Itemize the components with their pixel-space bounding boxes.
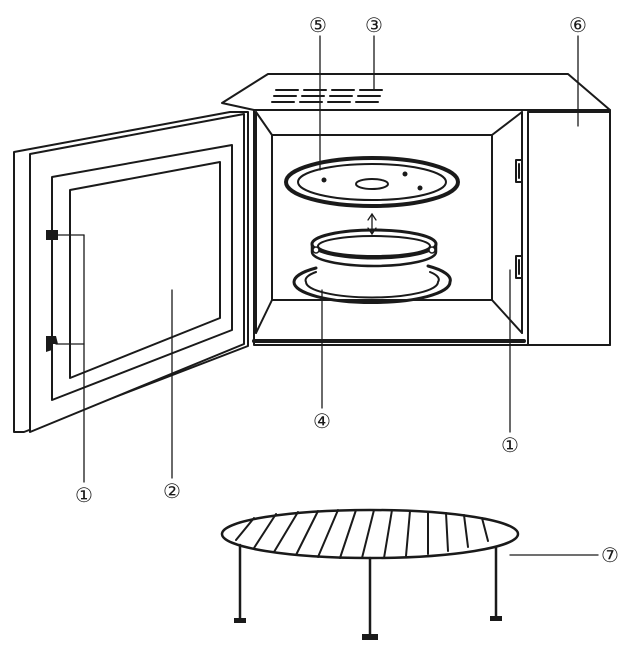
callouts: ① ② ③ ⑤ ④ ⑥ ① ⑦ bbox=[75, 13, 619, 567]
callout-control-panel: ⑥ bbox=[569, 13, 587, 37]
rack-legs bbox=[234, 543, 502, 640]
callout-door-lock-right: ① bbox=[501, 433, 519, 457]
door-inner-frame bbox=[51, 144, 233, 401]
callout-grill-rack: ⑦ bbox=[601, 543, 619, 567]
roller-ring bbox=[310, 228, 438, 268]
callout-waveguide-cover: ③ bbox=[365, 13, 383, 37]
glass-tray bbox=[284, 156, 460, 208]
oven-body bbox=[221, 73, 611, 346]
callout-door-lock-left: ① bbox=[75, 483, 93, 507]
oven-door bbox=[13, 111, 249, 433]
door-window bbox=[69, 161, 221, 379]
door-lock-slots bbox=[515, 159, 523, 279]
rack-bars bbox=[235, 509, 489, 559]
control-panel bbox=[527, 111, 611, 346]
leader-lines bbox=[83, 35, 599, 556]
callout-glass-tray: ⑤ bbox=[309, 13, 327, 37]
grill-rack bbox=[220, 508, 520, 640]
oven-top-face bbox=[221, 73, 611, 111]
top-vents bbox=[271, 89, 383, 103]
door-hook-bottom bbox=[46, 336, 58, 352]
floor-ring bbox=[292, 264, 452, 305]
callout-roller-ring: ④ bbox=[313, 409, 331, 433]
callout-door-window: ② bbox=[163, 479, 181, 503]
door-hook-top bbox=[46, 230, 58, 240]
